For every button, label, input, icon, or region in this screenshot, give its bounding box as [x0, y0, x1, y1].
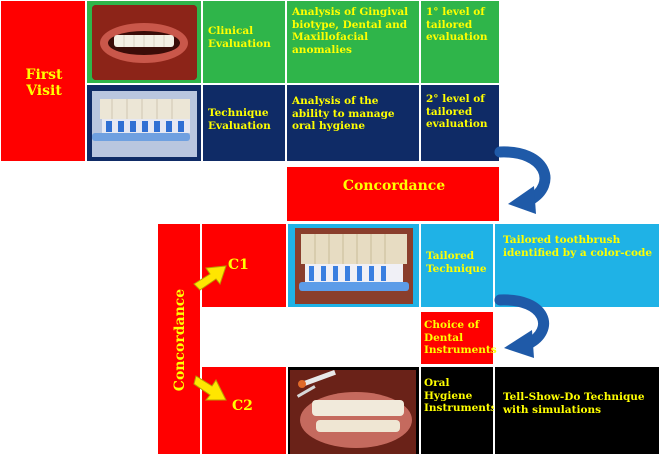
instruments-illustration — [290, 370, 416, 454]
technique-photo-cell — [86, 84, 202, 162]
curved-arrow-1 — [494, 146, 551, 214]
second-level-text: 2° level of tailored evaluation — [426, 93, 488, 130]
toothbrush-color-code-cell: Tailored toothbrush identified by a colo… — [494, 223, 660, 308]
technique-evaluation-cell: Technique Evaluation — [202, 84, 286, 162]
first-visit-block: First Visit — [0, 0, 86, 162]
c2-label: C2 — [232, 398, 253, 414]
brushing-photo — [295, 228, 413, 304]
toothbrush-illustration — [92, 91, 197, 157]
clinical-evaluation-cell: Clinical Evaluation — [202, 0, 286, 84]
tailored-technique-text: Tailored Technique — [426, 250, 487, 275]
clinical-photo-cell — [86, 0, 202, 84]
concordance-side-text: Concordance — [172, 288, 188, 392]
tell-show-do-text: Tell-Show-Do Technique with simulations — [503, 391, 645, 416]
oral-hygiene-instruments-text: Oral Hygiene Instruments — [424, 377, 497, 414]
curved-arrow-2 — [494, 294, 550, 358]
smile-illustration — [92, 5, 197, 80]
clinical-evaluation-text: Clinical Evaluation — [208, 25, 271, 50]
gingival-analysis-text: Analysis of Gingival biotype, Dental and… — [292, 6, 409, 56]
technique-evaluation-text: Technique Evaluation — [208, 107, 271, 132]
first-visit-line2: Visit — [26, 83, 62, 99]
oral-hygiene-analysis-cell: Analysis of the ability to manage oral h… — [286, 84, 420, 162]
first-level-text: 1° level of tailored evaluation — [426, 6, 488, 43]
second-level-cell: 2° level of tailored evaluation — [420, 84, 500, 162]
smile-photo — [92, 5, 197, 80]
toothbrush-color-code-text: Tailored toothbrush identified by a colo… — [503, 234, 653, 259]
toothbrush-photo — [92, 91, 197, 157]
first-visit-line1: First — [25, 67, 63, 83]
choice-instruments-text: Choice of Dental Instruments — [424, 319, 497, 356]
choice-instruments-box: Choice of Dental Instruments — [420, 311, 497, 365]
instruments-photo — [290, 370, 416, 454]
concordance-main-box: Concordance — [286, 166, 500, 222]
oral-hygiene-analysis-text: Analysis of the ability to manage oral h… — [292, 95, 395, 132]
c1-label: C1 — [228, 257, 249, 273]
brushing-illustration — [295, 228, 413, 304]
concordance-side-box: Concordance — [157, 223, 201, 455]
concordance-main-text: Concordance — [342, 178, 446, 194]
tell-show-do-cell: Tell-Show-Do Technique with simulations — [494, 366, 660, 455]
c1-photo-cell — [287, 223, 420, 308]
yellow-arrow-c1 — [193, 265, 227, 291]
c2-photo-cell — [287, 366, 420, 455]
first-level-cell: 1° level of tailored evaluation — [420, 0, 500, 84]
c1-box: C1 — [201, 223, 287, 308]
yellow-arrow-c2 — [193, 375, 227, 401]
tailored-technique-cell: Tailored Technique — [420, 223, 494, 308]
gingival-analysis-cell: Analysis of Gingival biotype, Dental and… — [286, 0, 420, 84]
oral-hygiene-instruments-cell: Oral Hygiene Instruments — [420, 366, 497, 455]
first-visit-label: First Visit — [1, 67, 87, 99]
